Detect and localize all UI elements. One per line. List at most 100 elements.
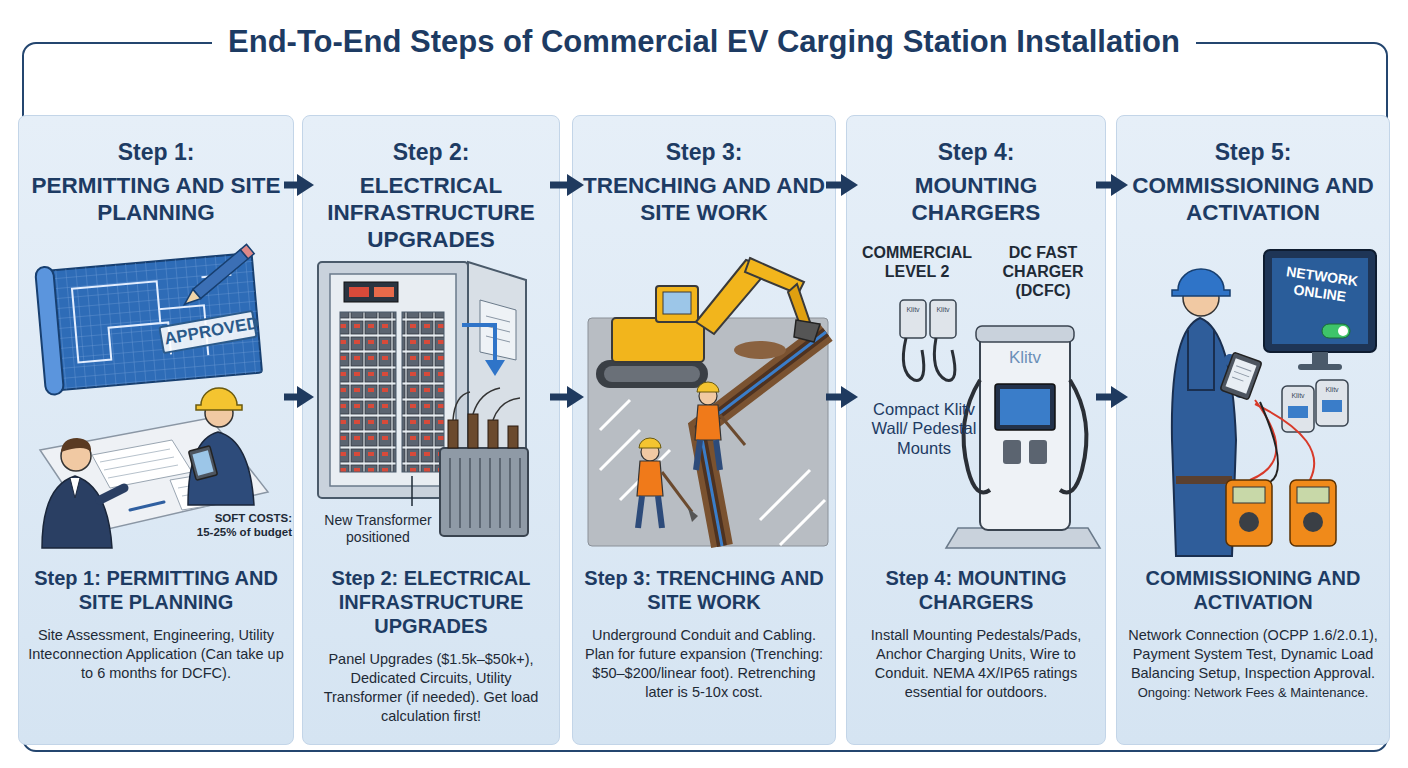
footnote: Ongoing: Network Fees & Maintenance. xyxy=(1125,684,1381,701)
flow-arrow xyxy=(550,386,584,408)
commissioning-illustration-part xyxy=(1172,318,1236,556)
step-panel: Step 3:TRENCHING AND AND SITE WORKStep 3… xyxy=(572,115,836,745)
cost-note: SOFT COSTS: 15-25% of budget xyxy=(196,512,292,539)
charger-illustration-part xyxy=(1060,380,1086,493)
step-panel: Step 5:COMMISSIONING AND ACTIVATIONCOMMI… xyxy=(1116,115,1390,745)
panel-bottom-group: Step 1: PERMITTING AND SITE PLANNING Site… xyxy=(27,566,285,683)
commissioning-illustration-part xyxy=(1322,400,1342,412)
transformer-illustration-part xyxy=(440,448,528,536)
commissioning-illustration-part xyxy=(1303,512,1323,532)
planning-meeting-illustration-part xyxy=(178,479,234,496)
commissioning-illustration-part xyxy=(1272,258,1368,344)
trenching-illustration-part xyxy=(641,443,659,461)
component-label: Compact Klitv Wall/ Pedestal Mounts xyxy=(868,400,980,458)
blueprint-illustration-part-part xyxy=(181,289,201,308)
electrical-panel-illustration-part xyxy=(318,262,468,498)
electrical-panel-illustration xyxy=(318,262,526,498)
charger-illustration-part xyxy=(903,338,923,380)
commissioning-illustration-part xyxy=(1226,358,1257,394)
arrow-shaft xyxy=(550,182,570,189)
step-description: Site Assessment, Engineering, Utility In… xyxy=(27,626,285,683)
arrow-shaft xyxy=(284,182,300,189)
commissioning-illustration-part xyxy=(1297,487,1329,503)
step-description: Underground Conduit and Cabling. Plan fo… xyxy=(581,626,827,702)
brand-mark: Klitv xyxy=(902,306,924,314)
flow-arrow xyxy=(826,174,858,196)
trenching-illustration-part xyxy=(696,260,770,334)
arrow-shaft xyxy=(826,394,844,401)
arrow-shaft xyxy=(284,394,300,401)
trenching-illustration-part xyxy=(662,472,692,512)
trenching-illustration-part xyxy=(720,415,745,445)
step-label: Step 3: xyxy=(579,138,829,166)
commissioning-illustration-part xyxy=(1183,280,1219,316)
blueprint-illustration xyxy=(35,244,262,395)
trenching-illustration-part xyxy=(699,387,717,405)
step-label: Step 2: xyxy=(309,138,553,166)
trenching-illustration-part xyxy=(695,405,721,440)
trenching-illustration-part xyxy=(663,292,691,314)
charger-illustration-part xyxy=(995,384,1055,430)
commissioning-illustration-part xyxy=(1312,352,1328,366)
trenching-illustration xyxy=(588,258,828,546)
flow-arrow xyxy=(1096,174,1128,196)
step-heading: PERMITTING AND SITE PLANNING xyxy=(25,172,287,226)
blueprint-illustration-part xyxy=(181,244,255,308)
planning-meeting-illustration-part xyxy=(61,441,91,471)
trenching-illustration-part xyxy=(639,438,661,448)
electrical-panel-illustration-part xyxy=(480,300,516,360)
panel-bottom-group: Step 4: MOUNTING CHARGERSInstall Mountin… xyxy=(855,566,1097,702)
planning-meeting-illustration-part xyxy=(188,446,217,481)
transformer-illustration-part xyxy=(453,388,520,420)
planning-meeting-illustration-part xyxy=(130,502,164,510)
electrical-panel-illustration-part xyxy=(468,262,526,498)
transformer-illustration-part xyxy=(448,420,458,448)
step-subheading: Step 3: TRENCHING AND SITE WORK xyxy=(581,566,827,614)
planning-meeting-illustration-part xyxy=(188,432,254,505)
step-label: Step 4: xyxy=(853,138,1099,166)
commissioning-illustration-part xyxy=(1230,360,1242,392)
step-subheading: Step 1: PERMITTING AND SITE PLANNING xyxy=(27,566,285,614)
panel-top-group: Step 3: TRENCHING AND AND SITE WORK xyxy=(579,138,829,226)
electrical-panel-illustration-part xyxy=(344,282,398,302)
charger-type-label: DC FAST CHARGER (DCFC) xyxy=(984,244,1102,301)
diagram-title: End-To-End Steps of Commercial EV Cargin… xyxy=(212,24,1196,59)
charger-illustration-part xyxy=(976,326,1074,342)
commissioning-illustration-part xyxy=(1322,324,1350,338)
step-label: Step 1: xyxy=(25,138,287,166)
planning-meeting-illustration-part xyxy=(192,450,213,475)
flow-arrow xyxy=(550,174,584,196)
electrical-panel-illustration-part xyxy=(402,312,444,472)
panel-top-group: Step 5:COMMISSIONING AND ACTIVATION xyxy=(1123,138,1383,226)
step-panel: Step 2:ELECTRICAL INFRASTRUCTURE UPGRADE… xyxy=(302,115,560,745)
commissioning-illustration-part xyxy=(1298,364,1342,370)
step-subheading: Step 2: ELECTRICAL INFRASTRUCTURE UPGRAD… xyxy=(311,566,551,638)
trenching-illustration-part xyxy=(604,366,700,382)
flow-arrow xyxy=(284,174,314,196)
commissioning-illustration-part xyxy=(1233,487,1265,503)
blueprint-illustration-part xyxy=(35,249,262,395)
charger-illustration-part xyxy=(946,528,1100,548)
arrow-head xyxy=(1111,386,1128,408)
step-heading: TRENCHING AND AND SITE WORK xyxy=(579,172,829,226)
commissioning-illustration-part xyxy=(1250,400,1314,480)
trenching-illustration-part xyxy=(788,284,810,325)
panel-top-group: Step 2:ELECTRICAL INFRASTRUCTURE UPGRADE… xyxy=(309,138,553,253)
step-label: Step 5: xyxy=(1123,138,1383,166)
commissioning-illustration-part xyxy=(1316,380,1348,426)
trenching-illustration-part xyxy=(696,440,720,470)
blueprint-illustration-part-part xyxy=(47,253,262,390)
planning-meeting-illustration-part xyxy=(170,470,245,510)
blueprint-illustration-part-part xyxy=(47,253,262,390)
electrical-panel-illustration-part xyxy=(330,274,456,486)
component-label: New Transformer positioned xyxy=(318,512,438,545)
commissioning-illustration-part xyxy=(1239,512,1259,532)
charger-type-label: COMMERCIAL LEVEL 2 xyxy=(852,244,982,282)
electrical-panel-illustration-part xyxy=(340,312,396,472)
trenching-illustration-part xyxy=(638,496,662,528)
trenching-illustration-part xyxy=(700,332,826,546)
transformer-illustration-part xyxy=(488,420,498,448)
panel-bottom-group: Step 3: TRENCHING AND SITE WORK Undergrou… xyxy=(581,566,827,702)
commissioning-illustration xyxy=(1172,250,1376,556)
